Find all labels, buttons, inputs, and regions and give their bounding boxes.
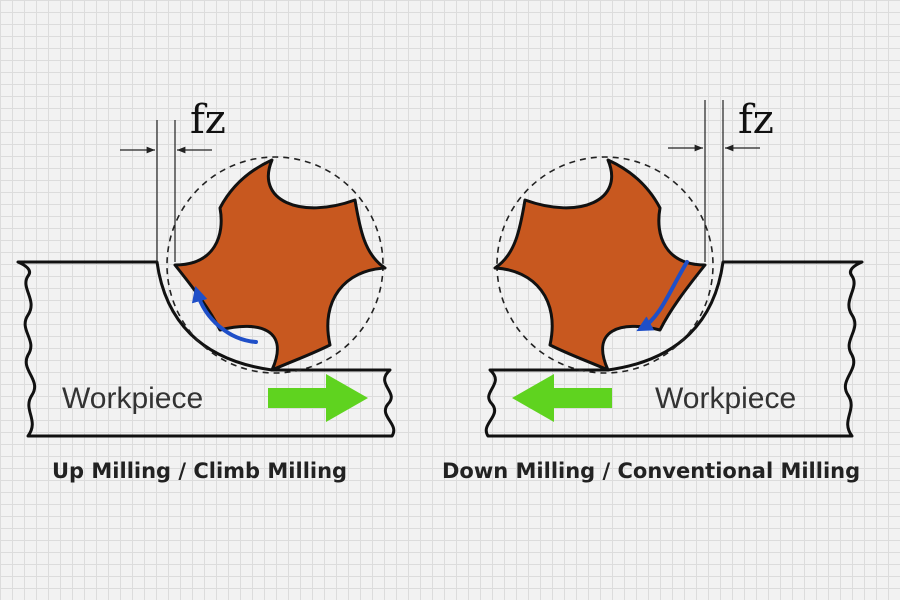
left-rotation-arrow <box>191 285 258 344</box>
right-rotation-arrow <box>636 260 689 332</box>
left-feed-label: fz <box>190 97 226 143</box>
left-workpiece-outline <box>16 260 396 438</box>
left-caption: Up Milling / Climb Milling <box>52 459 347 483</box>
right-panel: fz Workpiece Down Milling / Conventional… <box>442 97 864 483</box>
right-workpiece-outline <box>484 260 864 438</box>
right-arrow-icon <box>268 374 368 422</box>
left-panel: fz Workpiece Up Milling / Climb Milling <box>16 97 396 483</box>
left-cutter <box>173 158 387 372</box>
left-arrow-icon <box>512 374 612 422</box>
right-workpiece-label: Workpiece <box>655 382 796 415</box>
right-feed-label: fz <box>738 97 774 143</box>
left-workpiece-label: Workpiece <box>62 382 203 415</box>
right-caption: Down Milling / Conventional Milling <box>442 459 860 483</box>
